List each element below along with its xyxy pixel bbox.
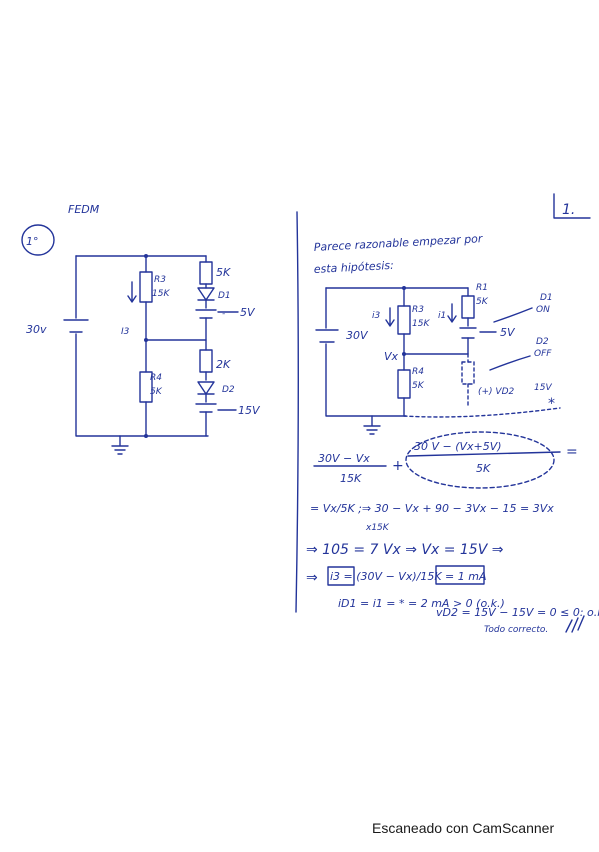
problem-r2-value: 2K [216, 358, 231, 371]
solution-r3-label: R3 [412, 305, 424, 315]
eq2: = Vx/5K ;⇒ 30 − Vx + 90 − 3Vx − 15 = 3Vx [310, 502, 554, 515]
problem-r1-value: 5K [216, 266, 231, 279]
solution-d2-label: D2 [536, 337, 549, 347]
problem-r2-resistor [199, 349, 213, 373]
eq1-num-b: 30 V − (Vx+5V) [414, 440, 502, 453]
solution-r4-value: 5K [412, 381, 425, 391]
problem-r3-label: R3 [154, 275, 166, 285]
eq4-arrow: ⇒ [306, 570, 318, 586]
solution-i1-label: i1 [438, 311, 446, 321]
solution-d1-state: ON [536, 305, 550, 315]
solution-v-source-label: 5V [500, 326, 516, 339]
solution-r4-label: R4 [412, 367, 424, 377]
problem-d2-diode [197, 381, 215, 395]
problem-r4-label: R4 [150, 373, 162, 383]
eq3: ⇒ 105 = 7 Vx ⇒ Vx = 15V ⇒ [306, 542, 504, 558]
eq1-den-a: 15K [340, 472, 362, 485]
solution-vd2-note: 15V [534, 383, 552, 393]
intro-line-1: Parece razonable empezar por [313, 232, 484, 254]
solution-r1-label: R1 [476, 283, 488, 293]
page-divider [295, 211, 299, 613]
svg-text:-: - [222, 309, 225, 319]
problem-r4-value: 5K [150, 387, 163, 397]
closing-text: Todo correcto. [484, 625, 548, 635]
eq1-den-b: 5K [476, 462, 491, 475]
eq2-note: x15K [365, 523, 390, 533]
solution-i3-label: i3 [372, 311, 381, 321]
problem-d1-diode [197, 287, 215, 301]
solution-r1-resistor [461, 295, 475, 319]
intro-line-2: esta hipótesis: [313, 259, 394, 276]
problem-v1-label: 5V [240, 306, 256, 319]
eq4: i3 = (30V − Vx)/15K = 1 mA [330, 570, 486, 583]
page-number-box: 1. [553, 193, 591, 219]
solution-d2-state: OFF [534, 349, 552, 359]
problem-number-circle: 1° [21, 224, 55, 256]
solution-vx-label: Vx [384, 350, 399, 363]
problem-circuit: 30v R3 15K R4 5K I3 5K D1 - 5V [26, 254, 261, 455]
problem-r3-value: 15K [152, 289, 170, 299]
problem-d1-label: D1 [218, 291, 231, 301]
solution-r4-resistor [397, 369, 411, 399]
solution-vd2-label: (+) VD2 [478, 387, 515, 397]
eq1-num-a: 30V − Vx [318, 452, 370, 465]
solution-r3-resistor [397, 305, 411, 335]
problem-number: 1° [26, 235, 39, 248]
eq6: vD2 = 15V − 15V = 0 ≤ 0: o.k. [436, 606, 599, 619]
scanner-watermark: Escaneado con CamScanner [372, 820, 555, 836]
equations: 30V − Vx 15K + 30 V − (Vx+5V) 5K = = Vx/… [306, 431, 599, 635]
problem-d2-label: D2 [222, 385, 235, 395]
svg-text:=: = [566, 444, 578, 460]
problem-r1-resistor [199, 261, 213, 285]
problem-source-label: 30v [26, 323, 47, 336]
solution-r2-dashed [461, 361, 475, 385]
eq5: iD1 = i1 = * = 2 mA > 0 (o.k.) [338, 597, 505, 610]
svg-text:+: + [392, 458, 404, 474]
method-label: FEDM [68, 203, 100, 216]
solution-star: * [548, 396, 555, 412]
solution-r1-value: 5K [476, 297, 489, 307]
problem-r3-resistor [139, 271, 153, 303]
solution-r3-value: 15K [412, 319, 430, 329]
page-number: 1. [562, 202, 575, 218]
solution-circuit: 30V R3 15K R4 5K i3 Vx R1 5K i1 5V D1 ON [315, 283, 561, 435]
solution-d1-label: D1 [540, 293, 553, 303]
solution-source-label: 30V [346, 329, 369, 342]
problem-current-label: I3 [121, 327, 130, 337]
problem-v2-label: 15V [238, 404, 261, 417]
